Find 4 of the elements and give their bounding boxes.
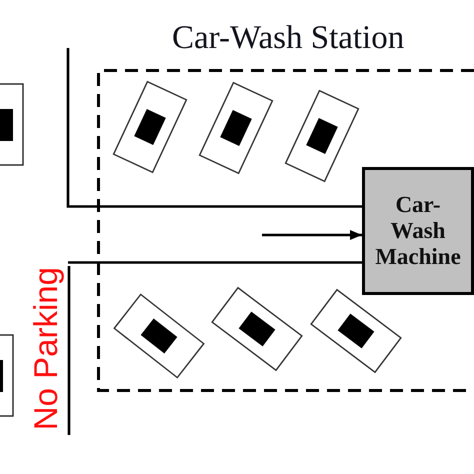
- machine-box: Car-Wash Machine: [362, 167, 474, 295]
- arrow: [262, 230, 362, 240]
- no-parking-label: No Parking: [29, 267, 63, 430]
- station-heading: Car-Wash Station: [172, 19, 404, 57]
